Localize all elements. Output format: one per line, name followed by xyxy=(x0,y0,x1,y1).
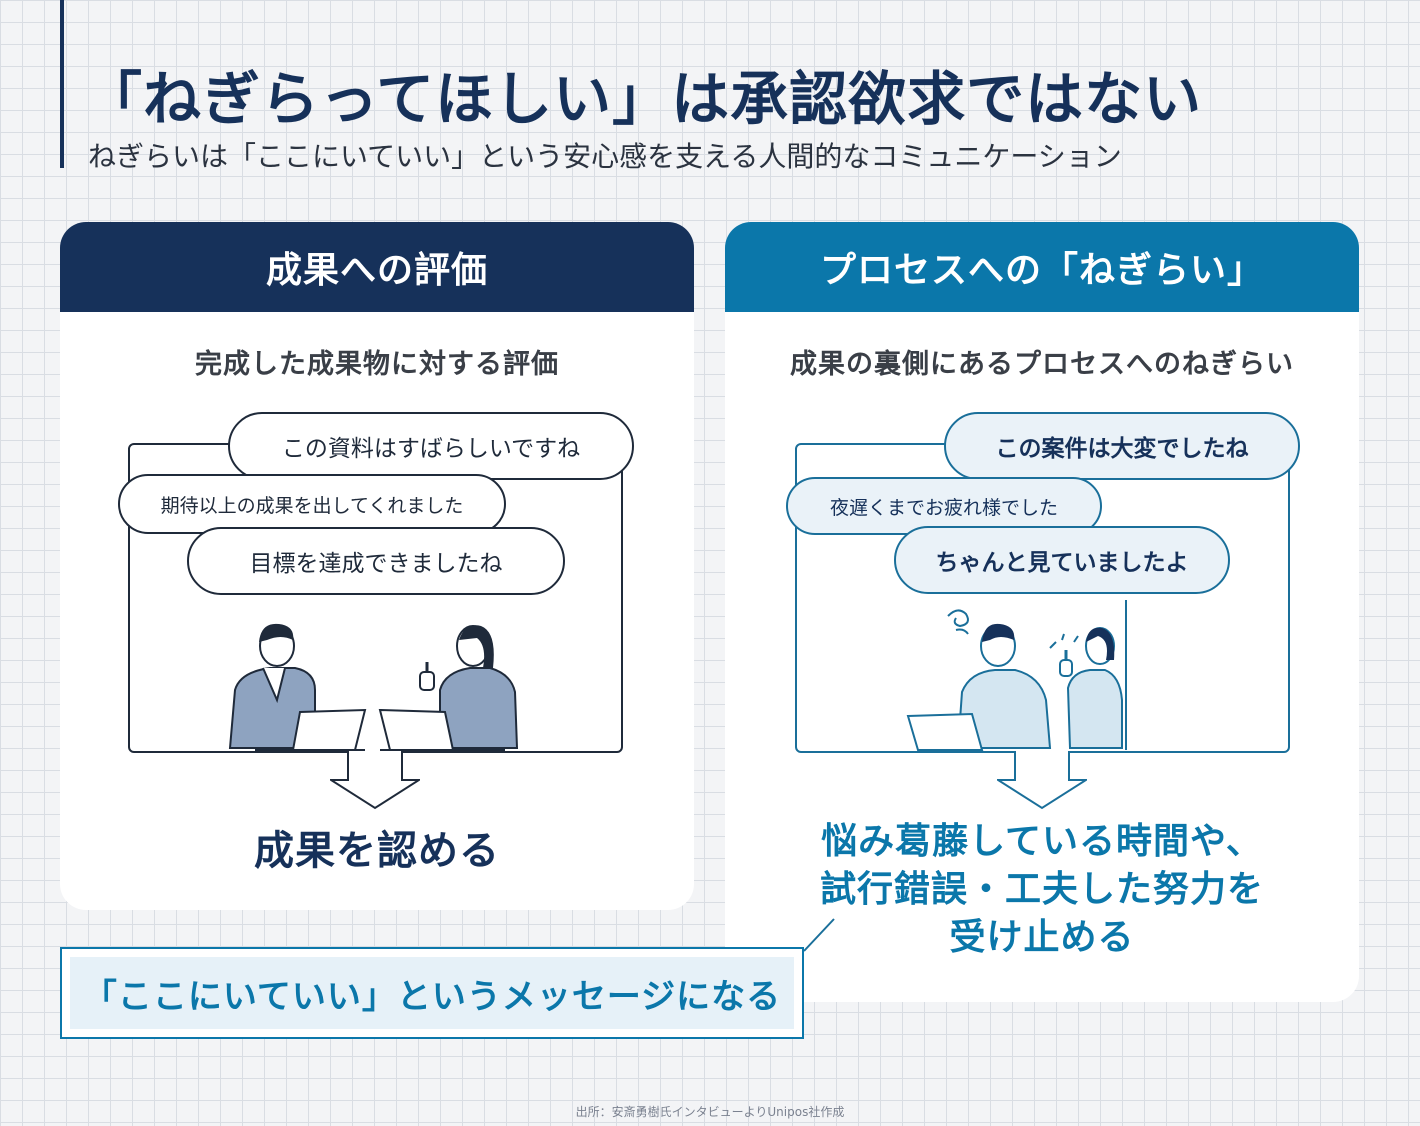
appreciation-card-lead: 成果の裏側にあるプロセスへのねぎらい xyxy=(790,349,1294,380)
evaluation-card-heading: 成果への評価 xyxy=(60,222,694,312)
appreciation-result-line: 試行錯誤・工夫した努力を xyxy=(819,869,1264,910)
speech-bubble: この案件は大変でしたね xyxy=(944,412,1300,480)
speech-bubble: 目標を達成できましたね xyxy=(187,527,565,595)
appreciation-card-heading: プロセスへの「ねぎらい」 xyxy=(725,222,1359,312)
down-arrow-icon xyxy=(330,751,420,810)
connector-line xyxy=(803,918,835,952)
worried-worker-and-watcher-illustration xyxy=(906,600,1127,751)
title-accent-bar xyxy=(60,0,64,168)
evaluation-result: 成果を認める xyxy=(254,828,500,874)
speech-bubble: 期待以上の成果を出してくれました xyxy=(118,474,506,534)
message-box: 「ここにいていい」というメッセージになる xyxy=(60,947,804,1039)
message-text: 「ここにいていい」というメッセージになる xyxy=(70,957,794,1029)
speech-bubble: この資料はすばらしいですね xyxy=(228,412,634,480)
appreciation-result-line: 悩み葛藤している時間や、 xyxy=(821,821,1263,862)
appreciation-result-line: 受け止める xyxy=(949,917,1135,958)
evaluation-card-lead: 完成した成果物に対する評価 xyxy=(195,349,559,380)
source-note: 出所：安斎勇樹氏インタビューよりUnipos社作成 xyxy=(575,1105,845,1119)
page-title: 「ねぎらってほしい」は承認欲求ではない xyxy=(84,65,1203,133)
page-subtitle: ねぎらいは「ここにいていい」という安心感を支える人間的なコミュニケーション xyxy=(88,140,1122,173)
two-people-meeting-illustration xyxy=(228,623,519,751)
speech-bubble: ちゃんと見ていましたよ xyxy=(894,526,1230,594)
down-arrow-icon xyxy=(997,751,1087,810)
appreciation-result: 悩み葛藤している時間や、 試行錯誤・工夫した努力を 受け止める xyxy=(725,818,1359,962)
